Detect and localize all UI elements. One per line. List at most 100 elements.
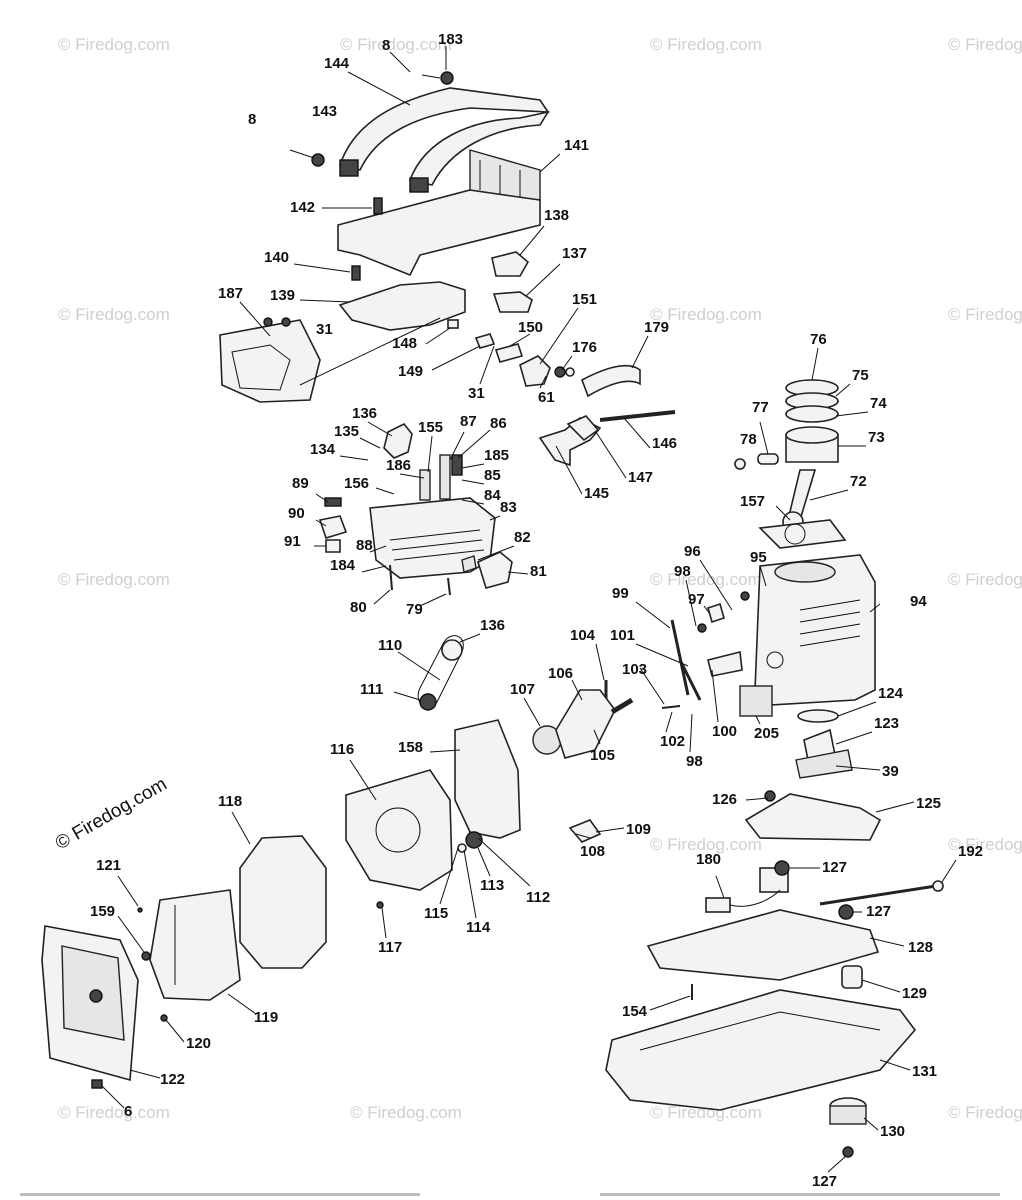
callout-number: 121: [96, 857, 121, 874]
part-90: [318, 515, 348, 539]
callout-number: 98: [674, 563, 691, 580]
parts-layer: [41, 71, 944, 1158]
base-plate: [646, 909, 880, 981]
callout-number: 114: [466, 919, 491, 936]
callout-number: 192: [958, 843, 983, 860]
callout-number: 127: [812, 1173, 837, 1190]
callout-number: 31: [316, 321, 333, 338]
head-gasket: [758, 519, 847, 549]
callout-number: 131: [912, 1063, 937, 1080]
callout-number: 136: [352, 405, 377, 422]
callout-number: 96: [684, 543, 701, 560]
part-205: [739, 685, 773, 717]
gasket-82: [461, 555, 477, 573]
callout-number: 99: [612, 585, 629, 602]
watermark: © Firedog.com: [948, 835, 1022, 854]
callout-number: 138: [544, 207, 569, 224]
part-151: [519, 355, 551, 387]
callout-number: 155: [418, 419, 443, 436]
side-gasket: [239, 835, 327, 969]
cover-plate-136: [383, 422, 413, 459]
watermark: © Firedog.com: [650, 835, 762, 854]
callout-number: 75: [852, 367, 869, 384]
callout-number: 184: [330, 557, 356, 574]
callout-number: 116: [330, 741, 354, 758]
callout-number: 157: [740, 493, 765, 510]
watermark: © Firedog.com: [948, 305, 1022, 324]
breather-hose: [581, 364, 641, 398]
inset-housing: [219, 317, 441, 403]
callout-number: 179: [644, 319, 669, 336]
callout-number: 143: [312, 103, 337, 120]
footer-rule-left: [20, 1193, 420, 1196]
callout-number: 112: [526, 889, 550, 906]
callout-number: 77: [752, 399, 769, 416]
top-bracket: [337, 149, 541, 277]
shroud-top: [338, 265, 466, 331]
watermark: © Firedog.com: [948, 35, 1022, 54]
watermark: © Firedog.com: [650, 570, 762, 589]
callout-number: 82: [514, 529, 531, 546]
callout-number: 156: [344, 475, 369, 492]
callout-number: 80: [350, 599, 367, 616]
part-91: [325, 539, 341, 553]
pad-138: [491, 251, 530, 277]
rod-146: [599, 410, 676, 422]
part-149: [474, 333, 496, 349]
bottom-tray: [605, 989, 917, 1111]
watermark: © Firedog.com: [58, 1103, 170, 1122]
callout-number: 122: [160, 1071, 185, 1088]
part-148: [447, 319, 459, 329]
callout-number: 187: [218, 285, 243, 302]
callout-number: 97: [688, 591, 705, 608]
callout-number: 136: [480, 617, 505, 634]
engine-block: [754, 554, 876, 706]
callout-number: 86: [490, 415, 507, 432]
callout-number: 117: [378, 939, 402, 956]
callout-number: 125: [916, 795, 941, 812]
callout-number: 103: [622, 661, 647, 678]
callout-number: 8: [382, 37, 390, 54]
cylinder-head: [369, 454, 496, 579]
callout-number: 205: [754, 725, 779, 742]
callout-number: 119: [254, 1009, 278, 1026]
callout-number: 130: [880, 1123, 905, 1140]
callout-number: 73: [868, 429, 885, 446]
callout-number: 134: [310, 441, 336, 458]
leader-lines: [101, 46, 957, 1173]
callout-number: 79: [406, 601, 423, 618]
callout-number: 89: [292, 475, 309, 492]
callout-number: 146: [652, 435, 677, 452]
callout-number: 107: [510, 681, 535, 698]
callout-number: 140: [264, 249, 289, 266]
callout-number: 100: [712, 723, 737, 740]
callout-number: 126: [712, 791, 737, 808]
watermark: © Firedog.com: [58, 305, 170, 324]
watermark: © Firedog.com: [948, 1103, 1022, 1122]
callout-number: 106: [548, 665, 573, 682]
callout-number: 176: [572, 339, 597, 356]
watermark-layer: © Firedog.com © Firedog.com © Firedog.co…: [52, 35, 1022, 1122]
callout-layer: 8 183 144 8 143 141 142 138 140 137 187 …: [90, 31, 983, 1190]
callout-number: 128: [908, 939, 933, 956]
carry-handle: [289, 71, 550, 193]
rocker-lever-2: [566, 415, 600, 442]
callout-number: 8: [248, 111, 256, 128]
callout-number: 98: [686, 753, 703, 770]
callout-number: 87: [460, 413, 477, 430]
callout-number: 104: [570, 627, 596, 644]
callout-number: 101: [610, 627, 635, 644]
callout-number: 95: [750, 549, 767, 566]
callout-number: 150: [518, 319, 543, 336]
callout-number: 76: [810, 331, 827, 348]
callout-number: 120: [186, 1035, 211, 1052]
crankcase-cover: [345, 769, 453, 891]
footer-rule-right: [600, 1193, 1000, 1196]
callout-number: 85: [484, 467, 501, 484]
callout-number: 84: [484, 487, 501, 504]
side-panel: [41, 925, 139, 1082]
callout-number: 141: [564, 137, 589, 154]
callout-number: 148: [392, 335, 417, 352]
callout-number: 110: [378, 637, 402, 654]
